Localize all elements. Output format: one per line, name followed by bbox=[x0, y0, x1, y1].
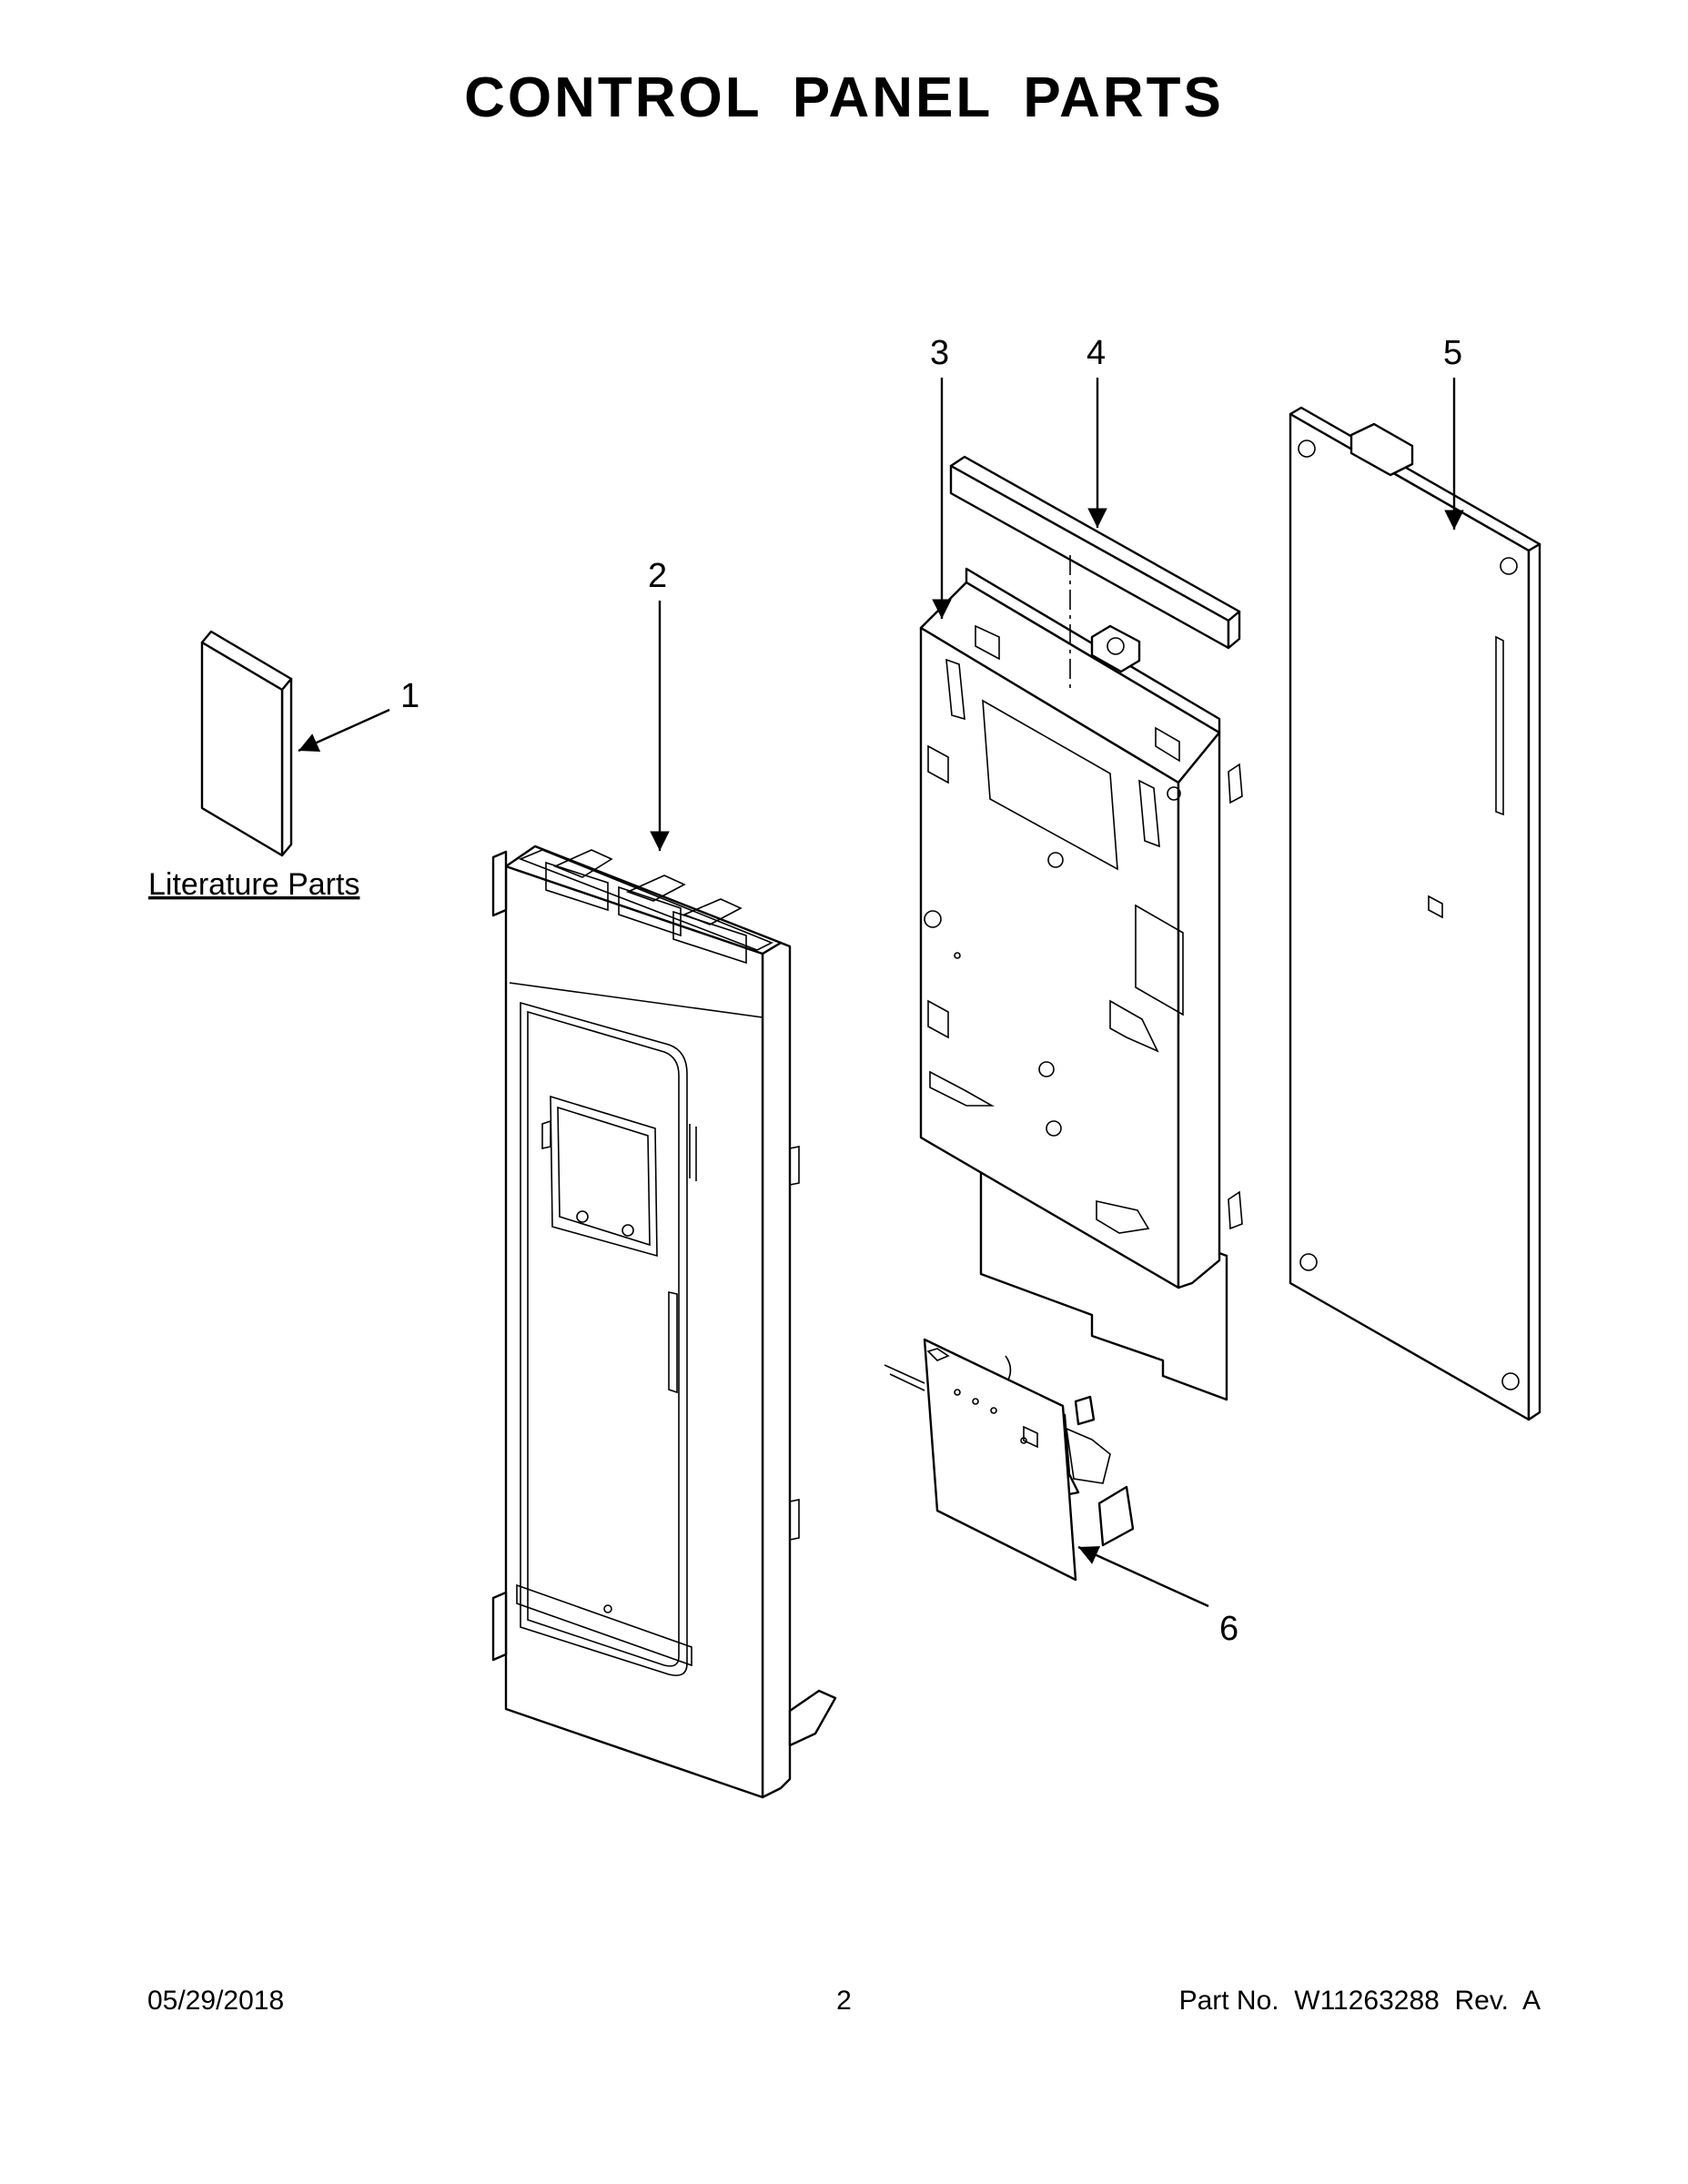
control-bracket-part-3 bbox=[919, 567, 1243, 1401]
footer-date: 05/29/2018 bbox=[147, 1986, 285, 2016]
leader-arrow-6 bbox=[1077, 1545, 1209, 1608]
literature-booklet-part-1 bbox=[200, 630, 293, 857]
callout-5: 5 bbox=[1443, 334, 1462, 372]
callout-6: 6 bbox=[1219, 1610, 1238, 1648]
foam-strip-part-4 bbox=[949, 455, 1241, 692]
callout-3: 3 bbox=[930, 334, 949, 372]
leader-arrow-1 bbox=[298, 708, 390, 753]
footer-page-number: 2 bbox=[836, 1986, 852, 2016]
callout-2: 2 bbox=[648, 557, 667, 595]
callout-4: 4 bbox=[1087, 334, 1106, 372]
callout-1: 1 bbox=[400, 677, 419, 715]
footer-part-number: Part No. W11263288 Rev. A bbox=[1178, 1986, 1541, 2016]
literature-parts-label: Literature Parts bbox=[148, 867, 359, 902]
control-board-part-6 bbox=[884, 1338, 1135, 1582]
page-title: CONTROL PANEL PARTS bbox=[464, 66, 1224, 129]
callout-leaders bbox=[298, 378, 1464, 1608]
control-panel-frame-part-2 bbox=[491, 844, 837, 1799]
panel-board-part-5 bbox=[1289, 406, 1541, 1421]
